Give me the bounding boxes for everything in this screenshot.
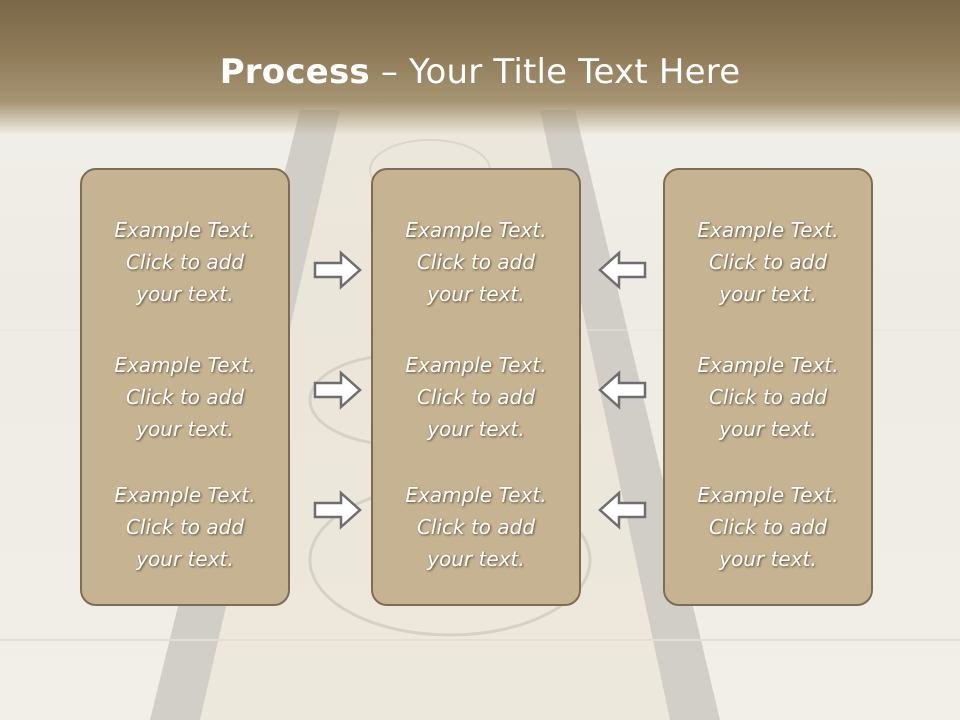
text-line: Example Text. — [697, 353, 839, 377]
text-line: your text. — [719, 547, 817, 571]
text-line: Click to add — [125, 515, 245, 539]
text-line: Click to add — [416, 515, 536, 539]
text-line: Click to add — [708, 385, 828, 409]
slide-title[interactable]: Process – Your Title Text Here — [0, 52, 960, 92]
text-block[interactable]: Example Text. Click to add your text. — [373, 479, 579, 575]
text-line: Click to add — [416, 250, 536, 274]
text-block[interactable]: Example Text. Click to add your text. — [82, 479, 288, 575]
text-line: Example Text. — [114, 483, 256, 507]
process-box-right[interactable]: Example Text. Click to add your text. Ex… — [663, 168, 873, 606]
title-bar — [0, 0, 960, 135]
arrow-left-icon[interactable] — [597, 250, 647, 290]
text-line: Example Text. — [114, 353, 256, 377]
text-line: Example Text. — [697, 218, 839, 242]
text-line: Click to add — [708, 515, 828, 539]
text-block[interactable]: Example Text. Click to add your text. — [665, 479, 871, 575]
text-block[interactable]: Example Text. Click to add your text. — [665, 349, 871, 445]
text-line: Click to add — [708, 250, 828, 274]
text-line: your text. — [427, 417, 525, 441]
title-bold: Process — [219, 52, 370, 92]
text-block[interactable]: Example Text. Click to add your text. — [665, 214, 871, 310]
text-line: Example Text. — [405, 483, 547, 507]
arrow-left-icon[interactable] — [597, 490, 647, 530]
text-block[interactable]: Example Text. Click to add your text. — [82, 349, 288, 445]
arrow-right-icon[interactable] — [313, 490, 363, 530]
title-rest: – Your Title Text Here — [369, 52, 741, 92]
text-block[interactable]: Example Text. Click to add your text. — [82, 214, 288, 310]
process-box-left[interactable]: Example Text. Click to add your text. Ex… — [80, 168, 290, 606]
text-line: Click to add — [125, 250, 245, 274]
text-block[interactable]: Example Text. Click to add your text. — [373, 349, 579, 445]
arrow-right-icon[interactable] — [313, 370, 363, 410]
text-line: your text. — [136, 417, 234, 441]
text-line: Click to add — [416, 385, 536, 409]
text-line: your text. — [427, 282, 525, 306]
text-line: Example Text. — [114, 218, 256, 242]
process-box-center[interactable]: Example Text. Click to add your text. Ex… — [371, 168, 581, 606]
text-line: Example Text. — [405, 218, 547, 242]
text-line: your text. — [136, 547, 234, 571]
text-line: your text. — [136, 282, 234, 306]
arrow-left-icon[interactable] — [597, 370, 647, 410]
text-line: your text. — [719, 282, 817, 306]
text-line: Click to add — [125, 385, 245, 409]
text-line: your text. — [427, 547, 525, 571]
text-line: Example Text. — [697, 483, 839, 507]
text-block[interactable]: Example Text. Click to add your text. — [373, 214, 579, 310]
text-line: Example Text. — [405, 353, 547, 377]
text-line: your text. — [719, 417, 817, 441]
arrow-right-icon[interactable] — [313, 250, 363, 290]
